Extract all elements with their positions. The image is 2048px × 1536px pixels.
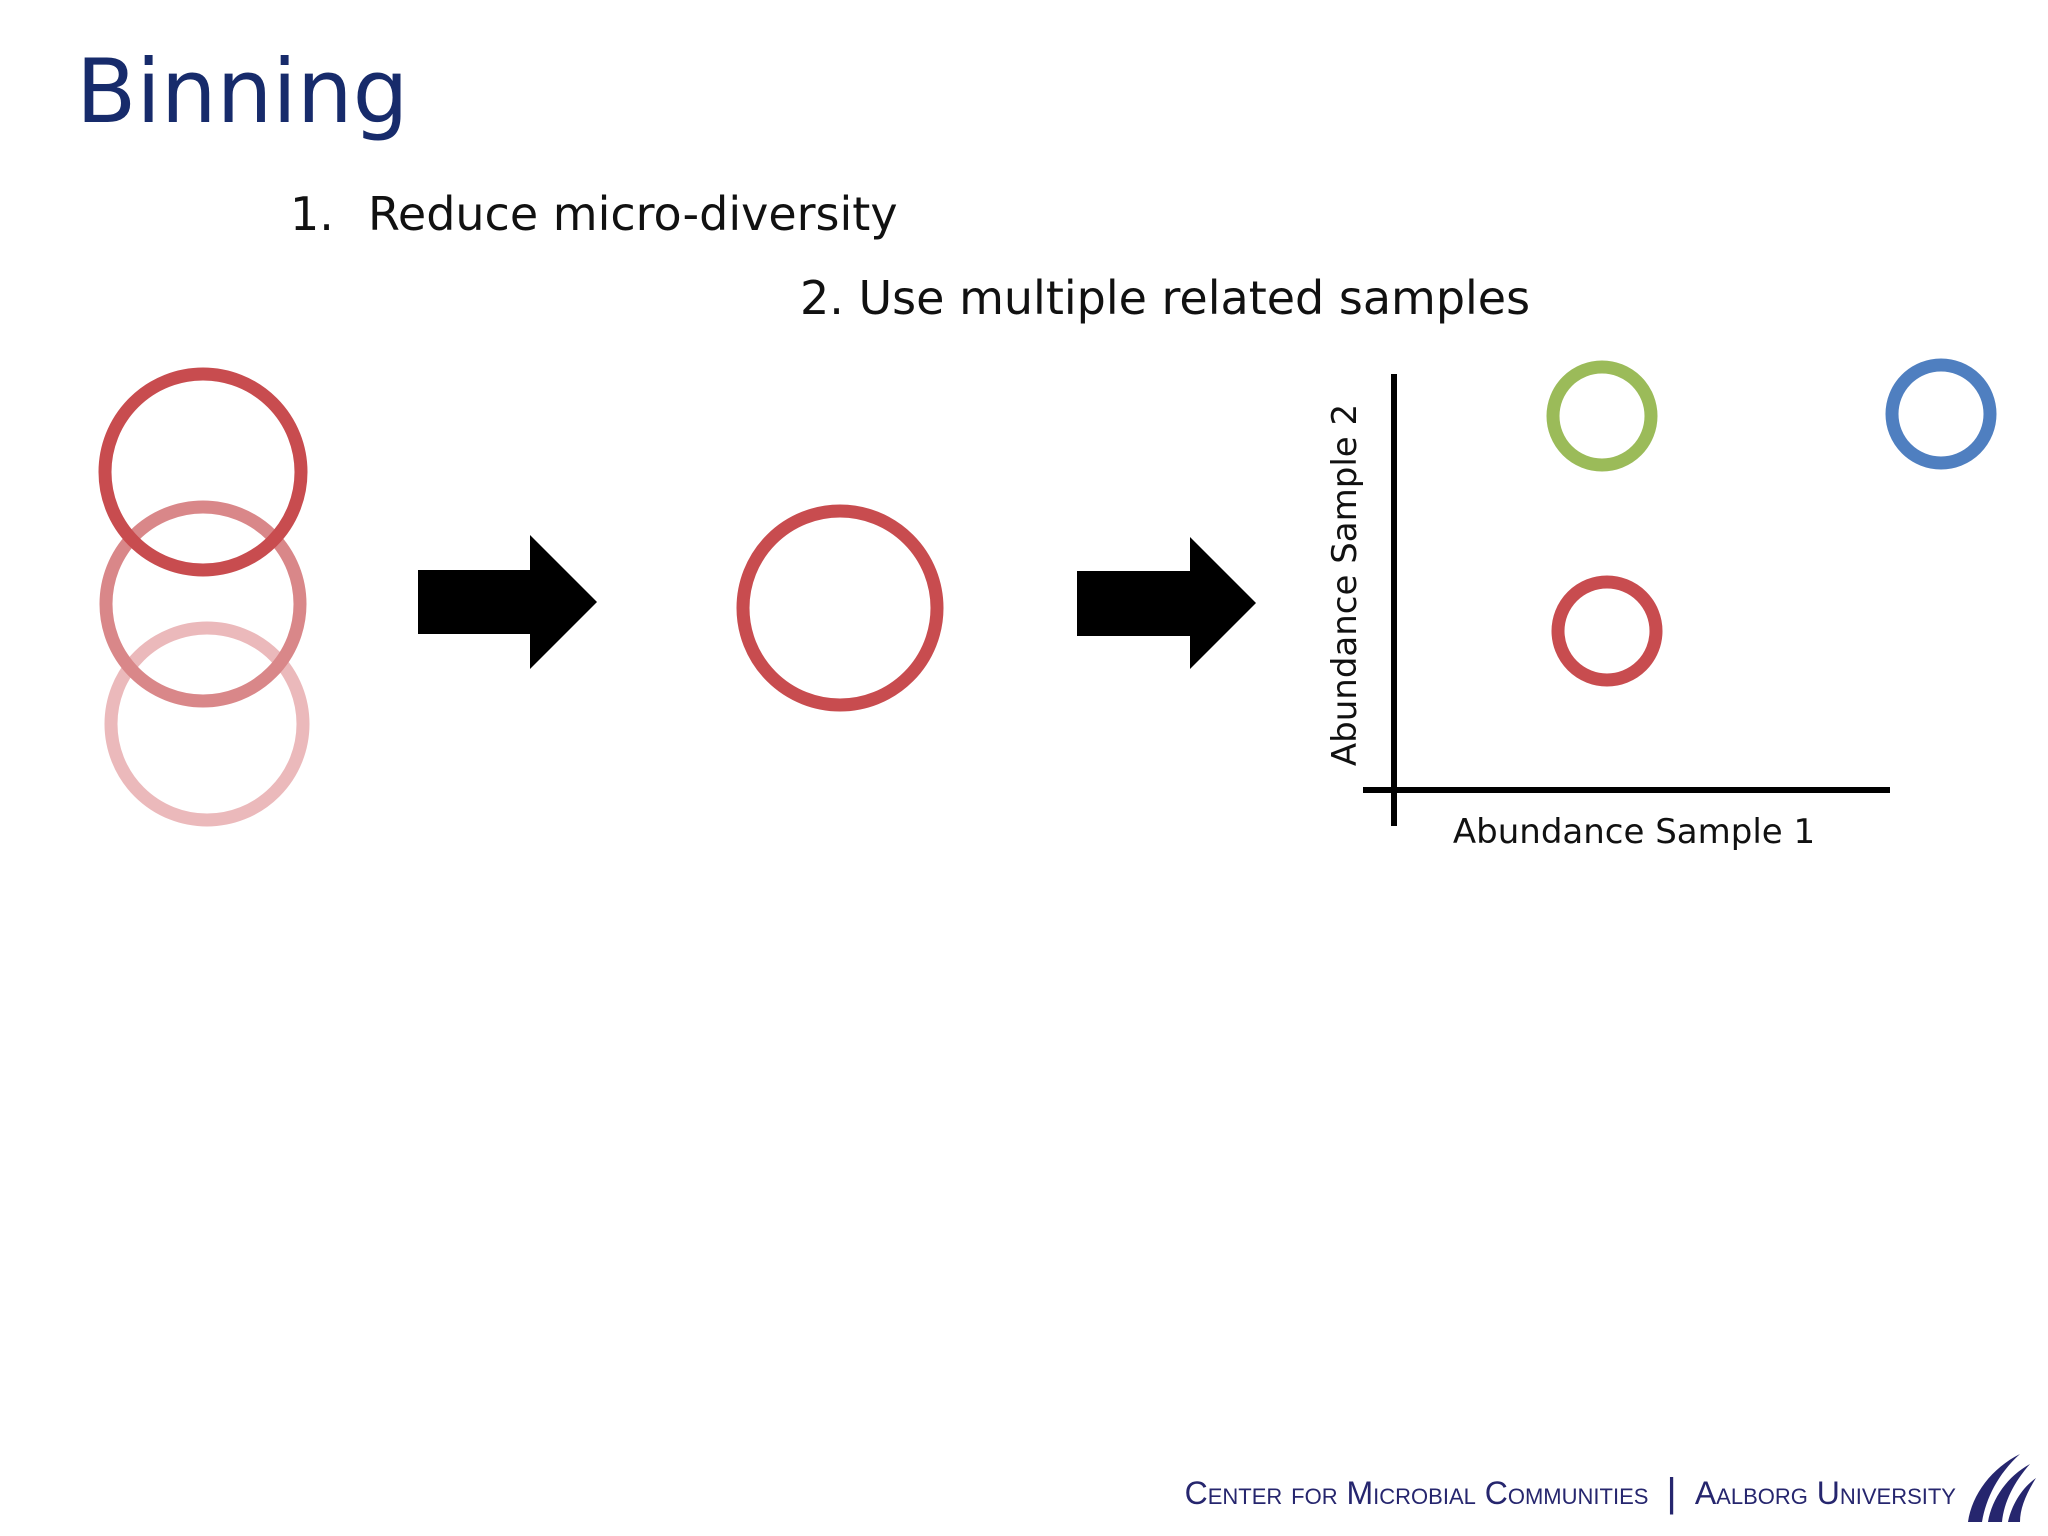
micro-diversity-circles (98, 367, 310, 827)
slide-title: Binning (76, 40, 409, 143)
step-2-text: 2. Use multiple related samples (800, 271, 1531, 325)
variant-circle-light (104, 621, 310, 827)
step-1-number: 1. (290, 187, 334, 241)
bin-circle-blue (1885, 358, 1997, 470)
consensus-circle (736, 504, 944, 712)
footer-separator: | (1666, 1470, 1677, 1515)
variant-circle-dark (98, 367, 308, 577)
arrow-right-icon (1077, 537, 1256, 669)
footer: Center for Microbial Communities | Aalbo… (1185, 1450, 1956, 1536)
step-1-text: Reduce micro-diversity (368, 187, 898, 241)
bin-circle-green (1546, 360, 1658, 472)
bin-circle-red (1551, 575, 1663, 687)
step-1: 1. Reduce micro-diversity (290, 188, 898, 241)
footer-university: Aalborg University (1694, 1474, 1956, 1511)
variant-circle-medium (99, 500, 307, 708)
aalborg-university-logo-icon (1968, 1454, 2036, 1522)
abundance-plot: Abundance Sample 1 Abundance Sample 2 (1325, 358, 1997, 852)
y-axis-label: Abundance Sample 2 (1325, 404, 1365, 766)
arrow-right-icon (418, 535, 597, 669)
x-axis-label: Abundance Sample 1 (1453, 812, 1815, 852)
footer-org: Center for Microbial Communities (1184, 1474, 1649, 1511)
